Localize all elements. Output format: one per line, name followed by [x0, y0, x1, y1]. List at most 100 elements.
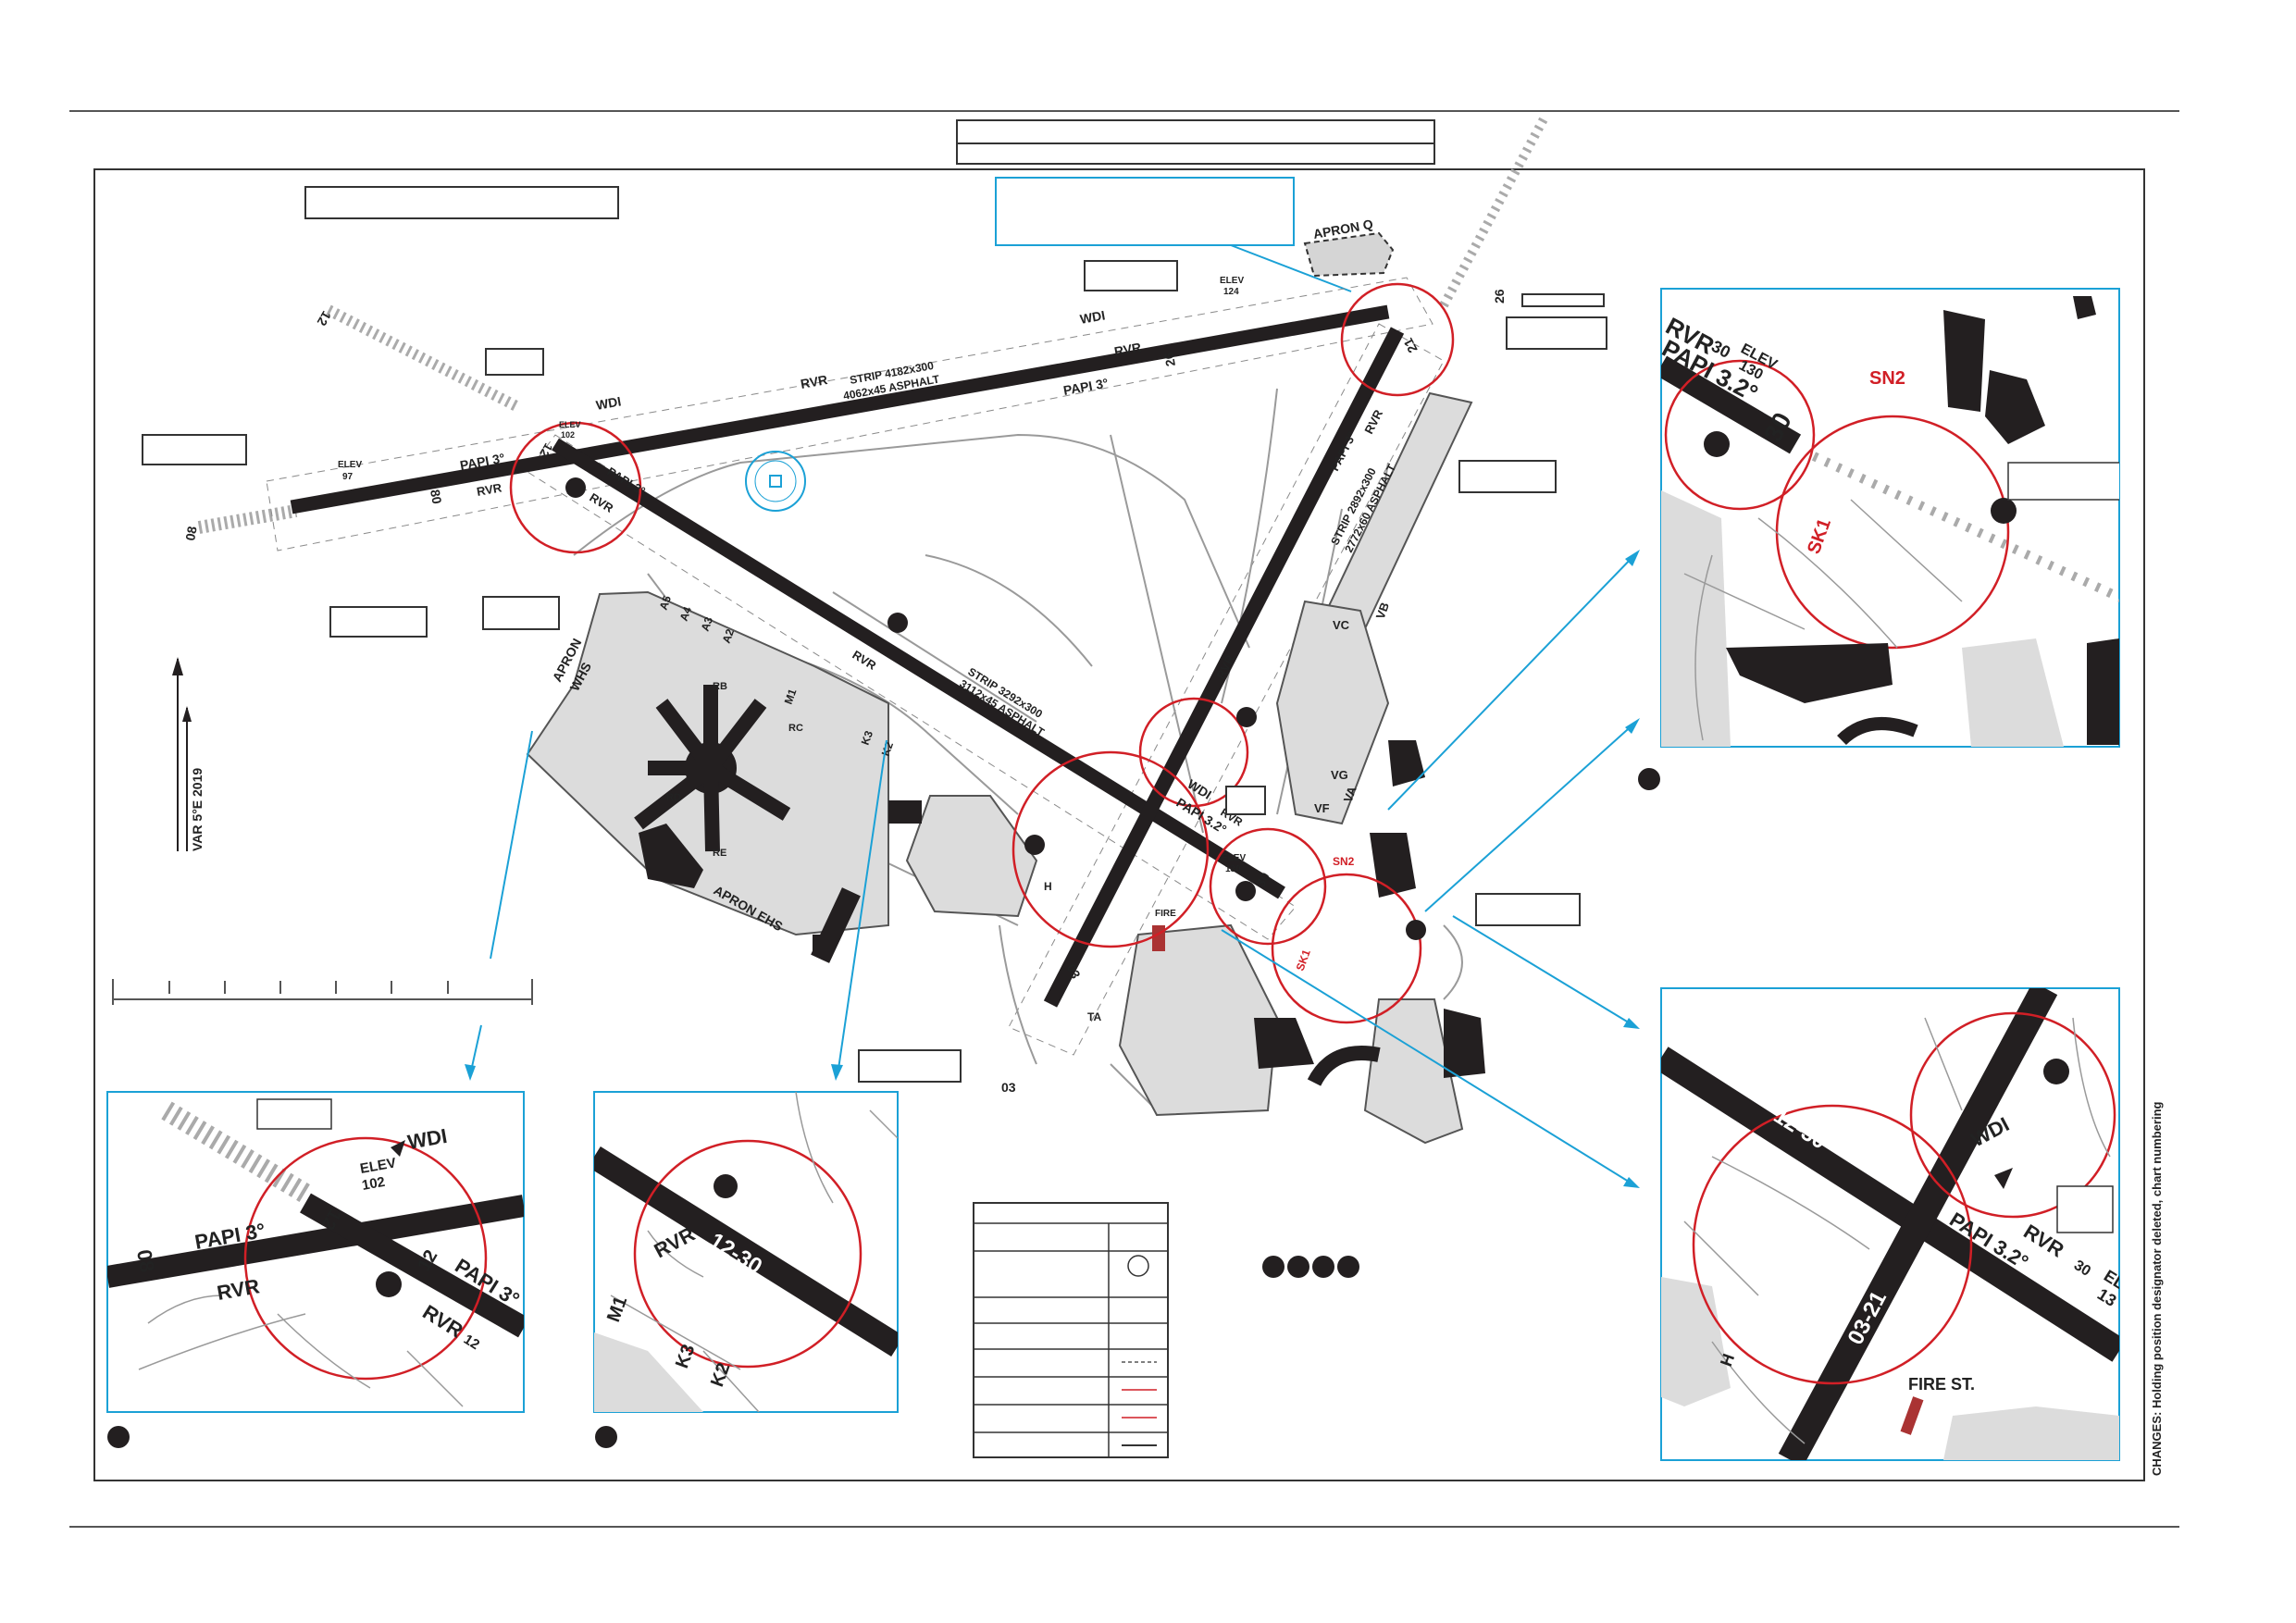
twy-vg: VG: [1331, 768, 1348, 782]
hotspot-marker-2: [887, 613, 908, 633]
inset-bottom-mid: 12-30 RVR M1 K3 K2: [593, 1091, 899, 1413]
legend-dot-4: [1337, 1256, 1359, 1278]
north-arrow-icon: [172, 657, 192, 851]
rvr-12-label: RVR: [587, 490, 616, 515]
hotspot-circle-12-30-north: [1138, 697, 1249, 808]
rwy-21-marking: 21: [1400, 336, 1421, 355]
building-east-2: [1388, 740, 1425, 787]
chart-frame: [93, 168, 2145, 1481]
building-tower: [1152, 925, 1165, 951]
inset-bm-marker: [714, 1174, 738, 1198]
twy-a5: A5: [657, 594, 675, 613]
magnetic-variation-label: VAR 5°E 2019: [190, 768, 205, 851]
rvr-12-30-mid: RVR: [850, 648, 879, 673]
hotspot-circle-21-26: [1340, 282, 1455, 397]
twy-re: RE: [713, 848, 726, 859]
wdi-26-label: WDI: [1079, 307, 1107, 327]
twy-k2: K2: [879, 740, 897, 759]
inset-tr-marker-2: [1991, 498, 2017, 524]
building-arc: [1307, 1046, 1381, 1086]
inset-bm-bottom-marker: [595, 1426, 617, 1448]
rwy-12-marking: 12: [537, 441, 555, 460]
blank-box-1: [142, 434, 247, 465]
rwy-08-marking: 80: [428, 489, 444, 505]
legend-dot-2: [1287, 1256, 1309, 1278]
inset-mr-rvr-sub: 30: [2071, 1258, 2093, 1280]
changes-note: CHANGES: Holding position designator del…: [2150, 1101, 2164, 1476]
rwy-03-end-label: 03: [1001, 1080, 1016, 1095]
hotspot-circle-intersection: [1011, 750, 1210, 948]
approach-lights-21: [1439, 113, 1550, 308]
building-east-1: [1370, 833, 1416, 898]
title-box: [304, 186, 619, 219]
building-sw-1: [1254, 1018, 1314, 1069]
building-west: [639, 824, 703, 888]
blank-box-5: [1084, 260, 1178, 291]
papi-26-label: PAPI 3°: [1062, 376, 1110, 398]
hotspot-marker-4: [1024, 835, 1045, 855]
inset-bl-elev-label: ELEV: [359, 1155, 398, 1177]
rvr-08-26-north: RVR: [800, 372, 829, 391]
elev-26-label: ELEV: [1220, 276, 1244, 286]
inset-tr-sn2: SN2: [1869, 368, 1905, 389]
twy-a2: A2: [720, 627, 738, 646]
twy-va: VA: [1341, 784, 1359, 804]
building-sw-2: [1444, 1009, 1485, 1078]
apron-vb: [1275, 600, 1390, 825]
rwy-30-marking: 30: [1253, 870, 1273, 890]
rwy-26-end-label: 26: [1492, 289, 1507, 304]
elev-12-label: ELEV: [559, 420, 581, 429]
blank-box-11: [858, 1049, 962, 1083]
hotspot-marker-3: [1236, 707, 1257, 727]
legend-dot-1: [1262, 1256, 1285, 1278]
hotspot-sn2-label: SN2: [1333, 855, 1355, 868]
inset-bl-marker: [376, 1271, 402, 1297]
blank-box-6: [1521, 293, 1605, 307]
building-ehs-3: [813, 935, 833, 955]
inset-mr-marker: [2043, 1059, 2069, 1084]
rvr-26-label: RVR: [1113, 340, 1143, 359]
blank-box-10: [1475, 893, 1581, 926]
rwy-08-end-label: 08: [182, 525, 199, 541]
inset-tr-bottom-marker: [1638, 768, 1660, 790]
legend-dot-3: [1312, 1256, 1334, 1278]
elev-08-label: ELEV: [338, 460, 362, 470]
elev-30-label: ELEV: [1222, 853, 1246, 863]
inset-mr-h: H: [1717, 1351, 1738, 1369]
twy-rd: RD: [666, 792, 681, 803]
inset-bl-rwy-08: 08: [132, 1248, 159, 1274]
apron-terminal-south: [1118, 923, 1279, 1117]
inset-top-right: RVR 30 PAPI 3.2° ELEV 130 30 SN2 SK1: [1660, 288, 2120, 748]
twy-a4: A4: [677, 605, 695, 624]
wdi-30-label: WDI: [1185, 776, 1214, 802]
twy-vf: VF: [1314, 801, 1330, 815]
approach-lights-08: [197, 504, 298, 534]
apron-q: [1303, 231, 1395, 278]
twy-m1: M1: [782, 687, 800, 706]
twy-a3: A3: [699, 615, 716, 634]
rvr-21-label: RVR: [1361, 407, 1385, 437]
building-ehs-2: [888, 800, 922, 824]
blank-box-7: [1506, 316, 1607, 350]
hotspot-sk1-label: SK1: [1294, 948, 1313, 973]
taxiway-labels: A5 A4 A3 A2 M1 K3 K2 RB RC RD RE VC VB V…: [657, 594, 1392, 1023]
twy-rb: RB: [713, 681, 727, 692]
twy-h: H: [1044, 880, 1052, 893]
inset-mr-fire: FIRE ST.: [1908, 1375, 1975, 1394]
elev-08-value: 97: [342, 472, 354, 482]
info-callout-leader: [1230, 244, 1352, 292]
inset-bl-elev: 102: [361, 1174, 387, 1194]
elev-30-value: 130: [1225, 864, 1241, 874]
hotspot-circle-sk1: [1271, 873, 1422, 1024]
twy-rc: RC: [788, 723, 803, 734]
blank-box-3: [329, 606, 428, 638]
blank-box-4: [482, 596, 560, 630]
header-box-bottom: [956, 142, 1435, 165]
hotspot-marker-1: [565, 477, 586, 498]
runway-08-26: [290, 304, 1390, 514]
rwy-26-marking: 26: [1160, 351, 1177, 367]
apron-terminal-mid: [905, 795, 1038, 918]
runway-12-30: [552, 438, 1285, 899]
twy-k3: K3: [859, 729, 876, 748]
rvr-08-label: RVR: [476, 480, 503, 499]
